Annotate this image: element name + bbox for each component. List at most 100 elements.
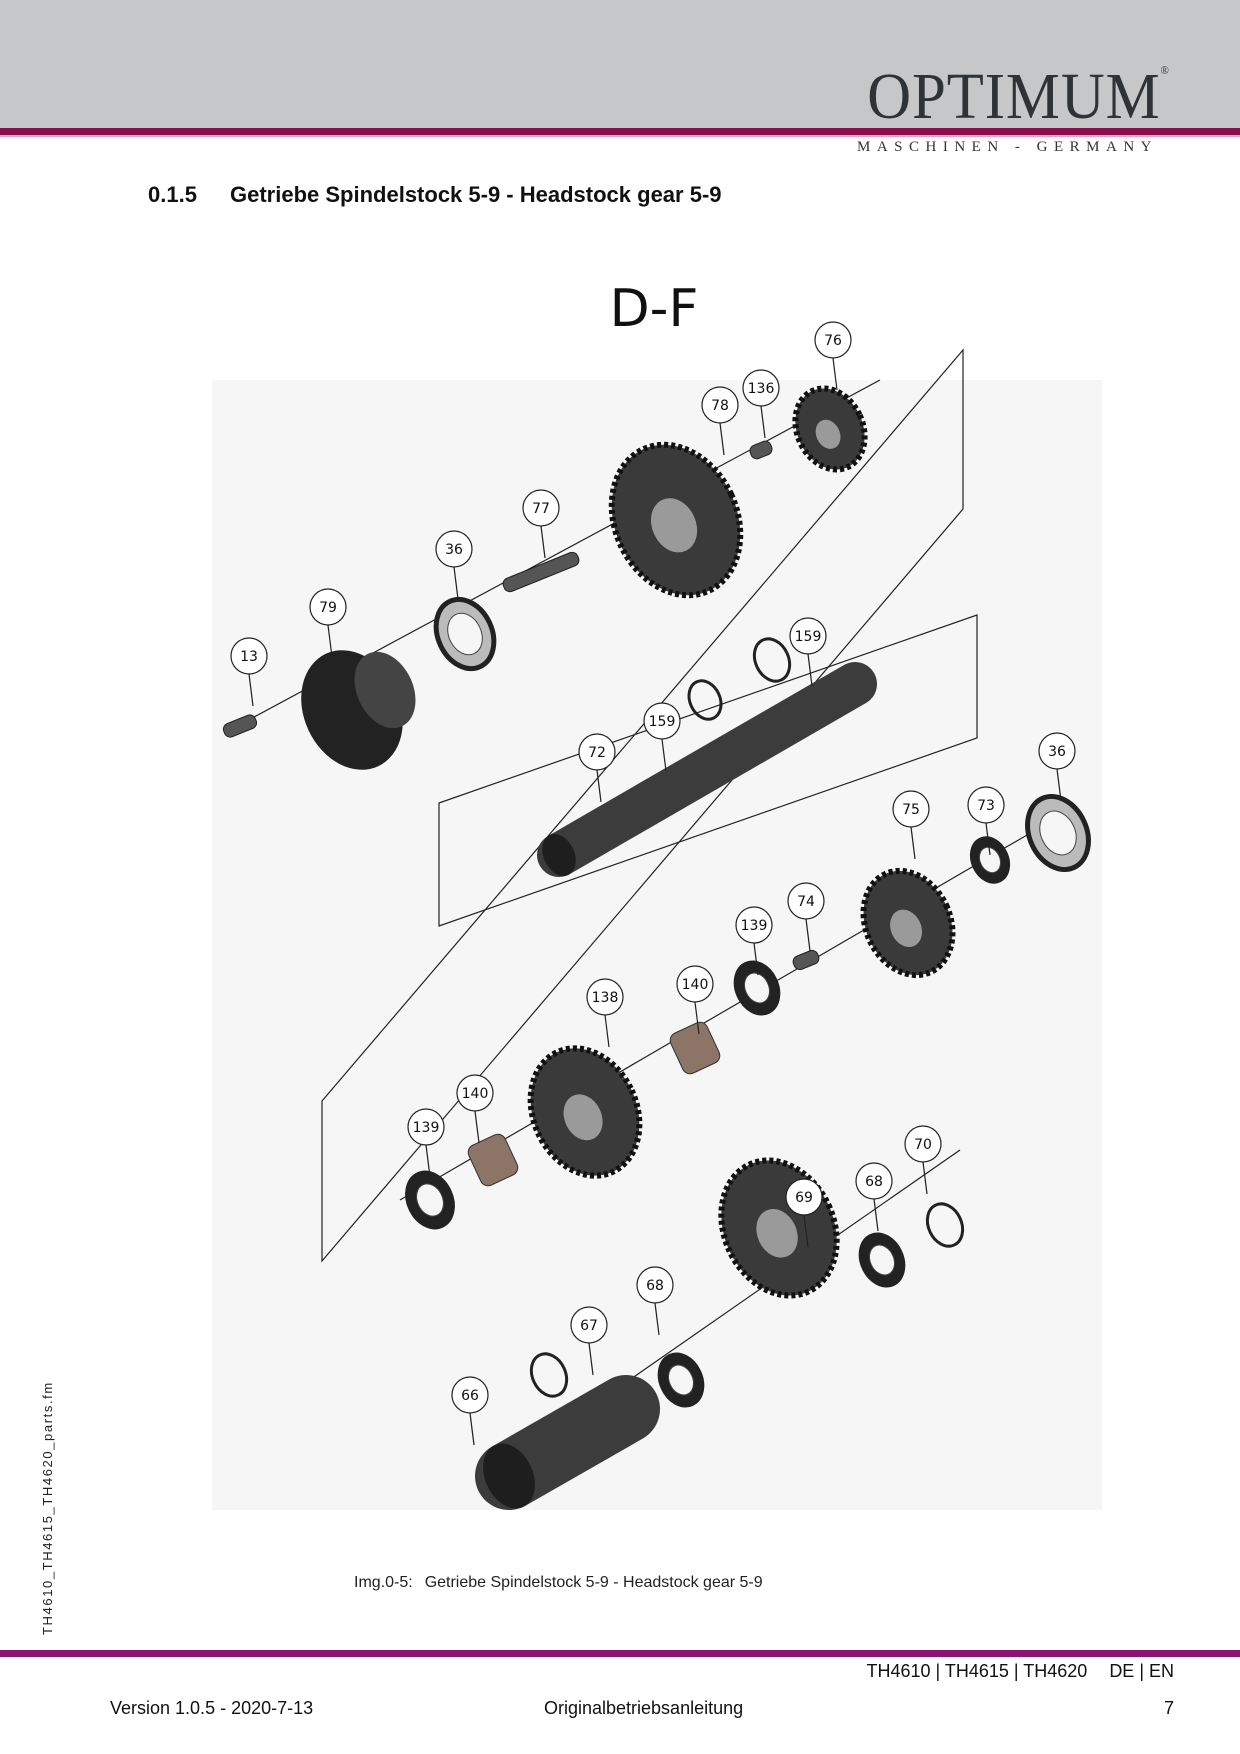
callout-number: 72 xyxy=(588,745,606,761)
leader-line xyxy=(661,738,667,772)
leader-line xyxy=(922,1161,928,1195)
callout-number: 69 xyxy=(795,1190,813,1206)
circlip-159-right xyxy=(752,637,792,683)
callout-circle xyxy=(892,790,930,828)
callout-number: 36 xyxy=(445,542,463,558)
callout-number: 67 xyxy=(580,1318,598,1334)
callout-74: 74 xyxy=(787,882,825,952)
callout-circle xyxy=(570,1306,608,1344)
leader-line xyxy=(469,1412,475,1446)
callout-circle xyxy=(814,321,852,359)
callout-number: 77 xyxy=(532,501,550,517)
footer-version: Version 1.0.5 - 2020-7-13 xyxy=(110,1698,314,1718)
callout-159: 159 xyxy=(643,702,681,772)
callout-36: 36 xyxy=(1038,732,1076,802)
callout-36: 36 xyxy=(435,530,473,600)
leader-line xyxy=(453,566,459,600)
callout-78: 78 xyxy=(701,386,739,456)
callout-68: 68 xyxy=(636,1266,674,1336)
bearing-36 xyxy=(433,596,497,672)
callout-number: 70 xyxy=(914,1137,932,1153)
callout-circle xyxy=(855,1162,893,1200)
leader-line xyxy=(694,1001,700,1035)
logo-text: OPTIMUM xyxy=(867,60,1161,133)
callout-136: 136 xyxy=(742,369,780,439)
leader-line xyxy=(425,1144,431,1178)
flange-79 xyxy=(301,650,416,770)
assembly-frame-shaft xyxy=(438,614,978,927)
callout-circle xyxy=(522,489,560,527)
logo-tagline: MASCHINEN - GERMANY xyxy=(856,139,1158,155)
callout-circle xyxy=(735,906,773,944)
callout-circle xyxy=(407,1108,445,1146)
registered-mark: ® xyxy=(1160,63,1170,77)
leader-line xyxy=(1056,768,1062,802)
ring-73 xyxy=(969,836,1011,884)
callout-number: 74 xyxy=(797,894,815,910)
washer-68-right xyxy=(858,1232,906,1288)
circlip-67 xyxy=(529,1352,569,1398)
leader-line xyxy=(760,405,766,439)
bearing-36-right xyxy=(1025,794,1091,872)
assembly-frame-gears xyxy=(321,348,964,1263)
caption-label: Img.0-5: xyxy=(354,1574,413,1591)
callout-number: 76 xyxy=(824,333,842,349)
callout-circle xyxy=(676,965,714,1003)
shaft-72 xyxy=(537,662,877,877)
leader-line xyxy=(985,822,991,856)
gear-76 xyxy=(792,385,868,473)
washer-139-left xyxy=(405,1170,455,1230)
callout-circle xyxy=(309,588,347,626)
callout-139: 139 xyxy=(407,1108,445,1178)
leader-line xyxy=(474,1110,480,1144)
leader-line xyxy=(604,1014,610,1048)
callout-number: 159 xyxy=(795,629,822,645)
callout-number: 139 xyxy=(741,918,768,934)
leader-line xyxy=(540,525,546,559)
callout-75: 75 xyxy=(892,790,930,860)
figure-caption: Img.0-5: Getriebe Spindelstock 5-9 - Head… xyxy=(354,1574,763,1592)
footer-rule xyxy=(0,1650,1240,1657)
callout-number: 73 xyxy=(977,798,995,814)
washer-139 xyxy=(733,960,781,1016)
callout-number: 36 xyxy=(1048,744,1066,760)
header-rule xyxy=(0,128,1240,137)
circlip-159 xyxy=(687,679,723,721)
callout-circle xyxy=(435,530,473,568)
callout-140: 140 xyxy=(676,965,714,1035)
callout-circle xyxy=(643,702,681,740)
leader-line xyxy=(807,653,813,687)
callout-140: 140 xyxy=(456,1074,494,1144)
callout-circle xyxy=(904,1125,942,1163)
gear-78 xyxy=(608,441,744,599)
caption-text: Getriebe Spindelstock 5-9 - Headstock ge… xyxy=(424,1574,763,1591)
callout-77: 77 xyxy=(522,489,560,559)
circlip-70 xyxy=(925,1202,965,1248)
callout-circle xyxy=(967,786,1005,824)
leader-line xyxy=(596,769,602,803)
callout-circle xyxy=(1038,732,1076,770)
callout-circle xyxy=(636,1266,674,1304)
callout-76: 76 xyxy=(814,321,852,391)
callout-circle xyxy=(578,733,616,771)
callout-number: 139 xyxy=(413,1120,440,1136)
leader-line xyxy=(805,918,811,952)
leader-line xyxy=(873,1198,879,1232)
leader-line xyxy=(753,942,759,976)
callout-67: 67 xyxy=(570,1306,608,1376)
callout-circle xyxy=(701,386,739,424)
leader-line xyxy=(588,1342,594,1376)
leader-line xyxy=(327,624,333,658)
source-filename: TH4610_TH4615_TH4620_parts.fm xyxy=(40,1381,55,1635)
callout-circle xyxy=(456,1074,494,1112)
model-list: TH4610 | TH4615 | TH4620 xyxy=(866,1661,1088,1681)
callout-number: 79 xyxy=(319,600,337,616)
optimum-logo: OPTIMUM® xyxy=(867,64,1170,130)
callout-number: 140 xyxy=(682,977,709,993)
leader-line xyxy=(910,826,916,860)
group-label: D-F xyxy=(610,279,699,339)
callout-72: 72 xyxy=(578,733,616,803)
callout-159: 159 xyxy=(789,617,827,687)
